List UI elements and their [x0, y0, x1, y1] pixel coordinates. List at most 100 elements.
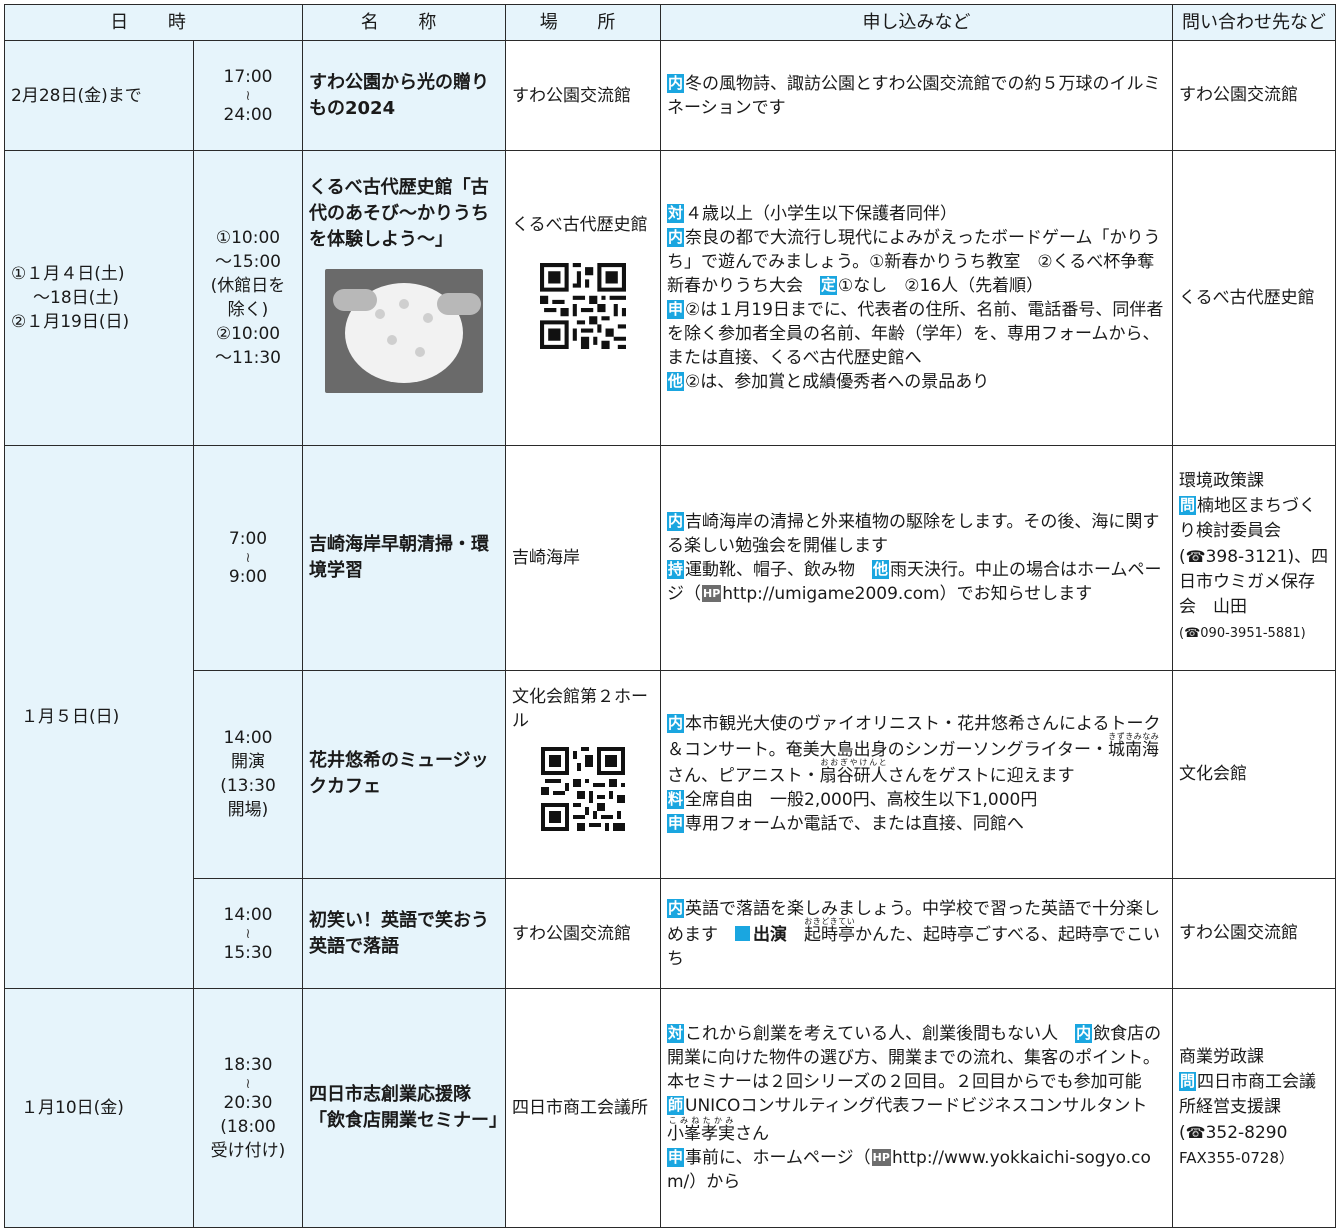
date-line: ②１月19日(日) — [11, 312, 130, 333]
capacity-marker: 定 — [820, 276, 838, 296]
table-row: １月５日(日) 7:00 ≀ 9:00 吉崎海岸早朝清掃・環境学習 吉崎海岸 内… — [4, 444, 1336, 990]
event-detail: 対これから創業を考えている人、創業後間もない人 内飲食店の開業に向けた物件の選び… — [660, 988, 1173, 1228]
header-apply: 申し込みなど — [660, 4, 1173, 41]
apply-text: 専用フォームか電話で、または直接、同館へ — [685, 814, 1024, 835]
time-line: 〜11:30 — [215, 348, 281, 369]
lecturer-ruby: 小峯孝実こみねたかみ — [667, 1116, 735, 1144]
contact-org: 四日市商工会議所経営支援課 — [1179, 1072, 1317, 1118]
event-time: 18:30 ≀ 20:30 (18:00 受け付け) — [193, 988, 303, 1228]
time-note: 受け付け) — [210, 1141, 286, 1162]
phone-icon: ☎ — [1184, 626, 1201, 642]
phone-icon: ☎ — [1185, 1123, 1206, 1143]
event-place: くるべ古代歴史館 — [505, 150, 661, 446]
table-row: 14:00 開演 (13:30 開場) 花井悠希のミュージックカフェ 文化会館第… — [5, 669, 1336, 880]
header-row: 日 時 名 称 場 所 申し込みなど 問い合わせ先など — [4, 4, 1336, 41]
content-marker: 内 — [667, 511, 685, 531]
inquiry-marker: 問 — [1179, 496, 1197, 516]
detail-text: さん、ピアニスト・ — [667, 766, 820, 787]
lecturer-text: さん — [735, 1124, 769, 1145]
event-date: １月５日(日) — [4, 444, 194, 990]
performer-ruby: 城南海きずきみなみ — [1108, 732, 1159, 760]
detail-text: 吉崎海岸の清掃と外来植物の駆除をします。その後、海に関する楽しい勉強会を開催しま… — [667, 511, 1160, 556]
detail-text: 飲食店の開業に向けた物件の選び方、開業までの流れ、集客のポイント。本セミナーは２… — [667, 1024, 1162, 1093]
header-name: 名 称 — [302, 4, 506, 41]
time-end: 20:30 — [223, 1093, 273, 1114]
event-place: 吉崎海岸 — [505, 445, 661, 671]
place-text: 文化会館第２ホール — [512, 686, 648, 731]
detail-text: さんをゲストに迎えます — [887, 766, 1075, 787]
time-line: (休館日を除く) — [210, 276, 286, 321]
hand-shape — [333, 289, 377, 312]
performer-ruby: 起時亭おきどきてい — [804, 917, 855, 945]
content-marker: 内 — [667, 714, 685, 734]
event-table: 日 時 名 称 場 所 申し込みなど 問い合わせ先など 2月28日(金)まで 1… — [4, 4, 1336, 1228]
event-contact: すわ公園交流館 — [1172, 878, 1336, 990]
game-piece — [415, 347, 425, 358]
event-name: くるべ古代歴史館「古代のあそび〜かりうちを体験しよう〜」 — [302, 150, 506, 446]
performer-ruby: 扇谷研人おおぎやけんと — [820, 758, 888, 786]
target-marker: 対 — [667, 1024, 685, 1044]
time-end: 15:30 — [223, 942, 273, 963]
ruby-base: 起時亭 — [804, 924, 855, 945]
table-row: 14:00 ≀ 15:30 初笑い！英語で笑おう 英語で落語 すわ公園交流館 内… — [5, 878, 1336, 990]
detail-text: 英語で落語を楽しみましょう。中学校で習った英語で十分楽しめます — [667, 898, 1160, 945]
ruby-text: きずきみなみ — [1107, 732, 1159, 742]
time-note: (18:00 — [220, 1117, 276, 1138]
event-name-text: くるべ古代歴史館「古代のあそび〜かりうちを体験しよう〜」 — [309, 177, 489, 251]
ruby-text: おきどきてい — [804, 916, 855, 926]
header-contact: 問い合わせ先など — [1172, 4, 1336, 41]
homepage-link[interactable]: http://umigame2009.com — [722, 583, 940, 604]
place-text: くるべ古代歴史館 — [512, 215, 648, 236]
date-line: ①１月４日(土) — [11, 264, 125, 285]
event-name: 吉崎海岸早朝清掃・環境学習 — [302, 445, 506, 671]
time-start: 17:00 — [223, 66, 273, 87]
ruby-text: こみねたかみ — [667, 1116, 735, 1126]
contact-phone: 352-8290 — [1205, 1123, 1288, 1144]
event-contact: 環境政策課 問楠地区まちづくり検討委員会(☎398-3121)、四日市ウミガメ保… — [1172, 445, 1336, 671]
apply-marker: 申 — [667, 300, 685, 320]
contact-dept: 環境政策課 — [1179, 471, 1264, 492]
contact-org: 楠地区まちづくり検討委員会 — [1179, 496, 1317, 542]
homepage-link[interactable]: http://www.yokkaichi-sogyo.com/ — [667, 1148, 1151, 1193]
game-piece — [399, 299, 409, 310]
content-marker: 内 — [667, 228, 685, 248]
date-line: 〜18日(土) — [33, 288, 119, 309]
event-detail: 内本市観光大使のヴァイオリニスト・花井悠希さんによるトーク＆コンサート。奄美大島… — [660, 669, 1173, 880]
time-line: 〜15:00 — [215, 252, 281, 273]
event-contact: 商業労政課 問四日市商工会議所経営支援課 (☎352-8290 FAX355-0… — [1172, 988, 1336, 1228]
event-time: 7:00 ≀ 9:00 — [193, 445, 303, 671]
event-name: 花井悠希のミュージックカフェ — [302, 669, 506, 880]
event-place: すわ公園交流館 — [505, 878, 661, 990]
apply-marker: 申 — [667, 814, 685, 834]
event-time: 14:00 ≀ 15:30 — [193, 878, 303, 990]
homepage-icon: HP — [871, 1149, 891, 1167]
qr-code-icon[interactable] — [541, 746, 625, 831]
event-name: 初笑い！英語で笑おう 英語で落語 — [302, 878, 507, 990]
bring-marker: 持 — [667, 559, 685, 579]
qr-code-icon[interactable] — [540, 263, 626, 350]
content-marker: 内 — [1075, 1024, 1093, 1044]
contact-phone: 398-3121 — [1205, 547, 1288, 568]
time-line: 開演 — [231, 752, 265, 773]
table-row: ①１月４日(土) 〜18日(土) ②１月19日(日) ①10:00 〜15:00… — [4, 150, 1336, 446]
other-marker: 他 — [872, 559, 890, 579]
header-place: 場 所 — [505, 4, 661, 41]
event-place: すわ公園交流館 — [505, 39, 661, 152]
apply-text-end: ）から — [689, 1172, 741, 1193]
time-start: 18:30 — [223, 1055, 273, 1076]
detail-text: 冬の風物詩、諏訪公園とすわ公園交流館での約５万球のイルミネーションです — [667, 73, 1161, 118]
contact-org-2: 、四日市ウミガメ保存会 山田 — [1179, 547, 1329, 618]
contact-phone-small: (☎090-3951-5881) — [1179, 626, 1306, 642]
table-row: １月10日(金) 18:30 ≀ 20:30 (18:00 受け付け) 四日市志… — [4, 988, 1336, 1228]
wave-dash: ≀ — [245, 87, 251, 104]
contact-phone-2: 090-3951-5881 — [1200, 626, 1301, 642]
event-place: 四日市商工会議所 — [505, 988, 661, 1228]
event-date: ①１月４日(土) 〜18日(土) ②１月19日(日) — [4, 150, 194, 446]
content-marker: 内 — [667, 73, 685, 93]
date-text: 2月28日(金)まで — [11, 85, 142, 106]
performer-text: かんた、起時亭ごすべる、起時亭でこいち — [667, 924, 1160, 969]
detail-text: 奈良の都で大流行し現代によみがえったボードゲーム「かりうち」で遊んでみましょう。… — [667, 228, 1172, 297]
header-datetime: 日 時 — [4, 4, 303, 41]
contact-dept: 商業労政課 — [1179, 1047, 1264, 1068]
